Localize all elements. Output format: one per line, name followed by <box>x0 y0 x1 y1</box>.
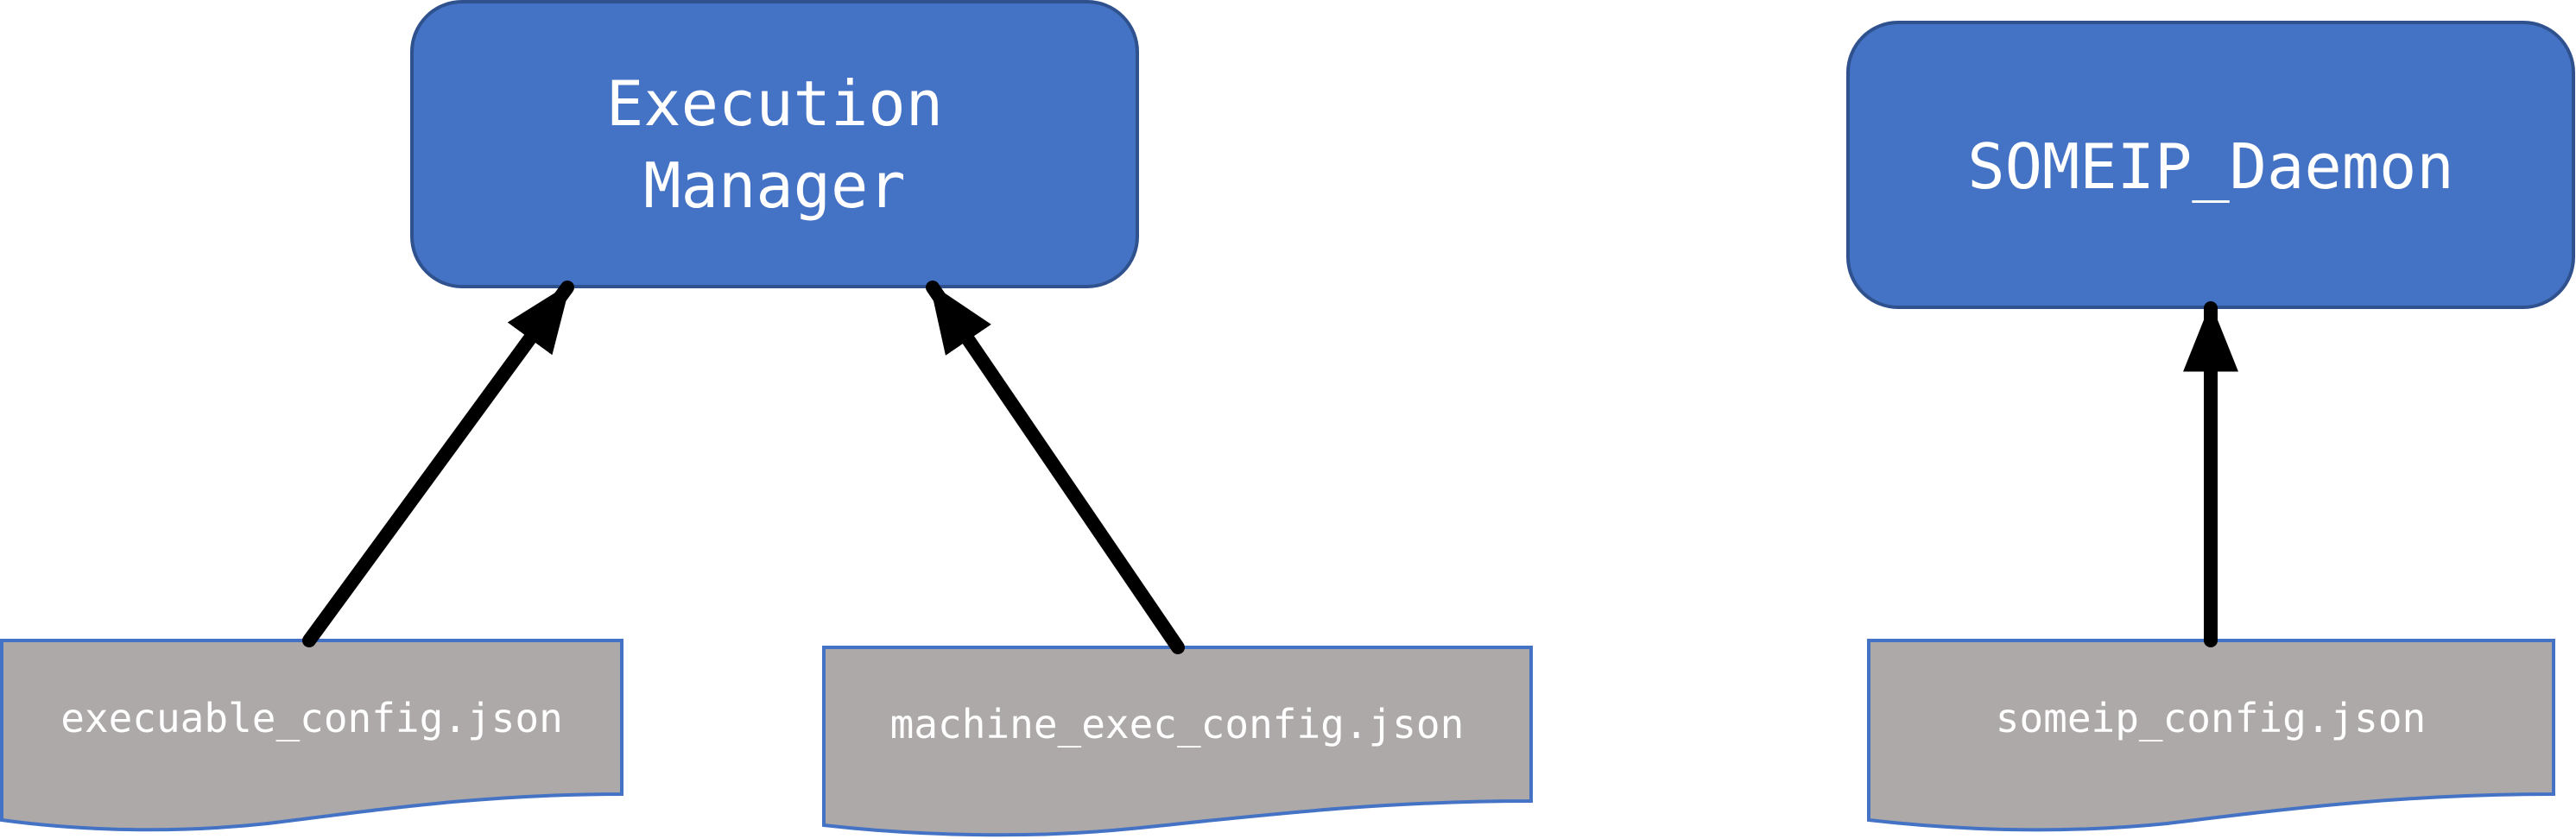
executable-config-label: execuable_config.json <box>60 695 563 741</box>
execution-manager-label-line2: Manager <box>643 149 905 222</box>
execution-manager-box <box>410 0 1139 288</box>
someip-config-document: someip_config.json <box>1867 639 2555 832</box>
someip-config-label: someip_config.json <box>1996 695 2427 741</box>
machine-exec-config-document-shape <box>822 646 1533 837</box>
someip-daemon-node: SOMEIP_Daemon <box>1846 21 2575 309</box>
arrow-executable-config-to-execution-manager <box>302 281 574 647</box>
someip-config-document-shape <box>1867 639 2555 832</box>
execution-manager-label-line1: Execution <box>606 67 943 140</box>
machine-exec-config-label: machine_exec_config.json <box>890 701 1465 748</box>
arrow-machine-exec-config-to-execution-manager <box>926 281 1185 654</box>
someip-daemon-label: SOMEIP_Daemon <box>1967 130 2454 203</box>
executable-config-document: execuable_config.json <box>0 639 623 832</box>
executable-config-document-shape <box>0 639 623 832</box>
machine-exec-config-document: machine_exec_config.json <box>822 646 1533 837</box>
execution-manager-node: Execution Manager <box>410 0 1139 288</box>
